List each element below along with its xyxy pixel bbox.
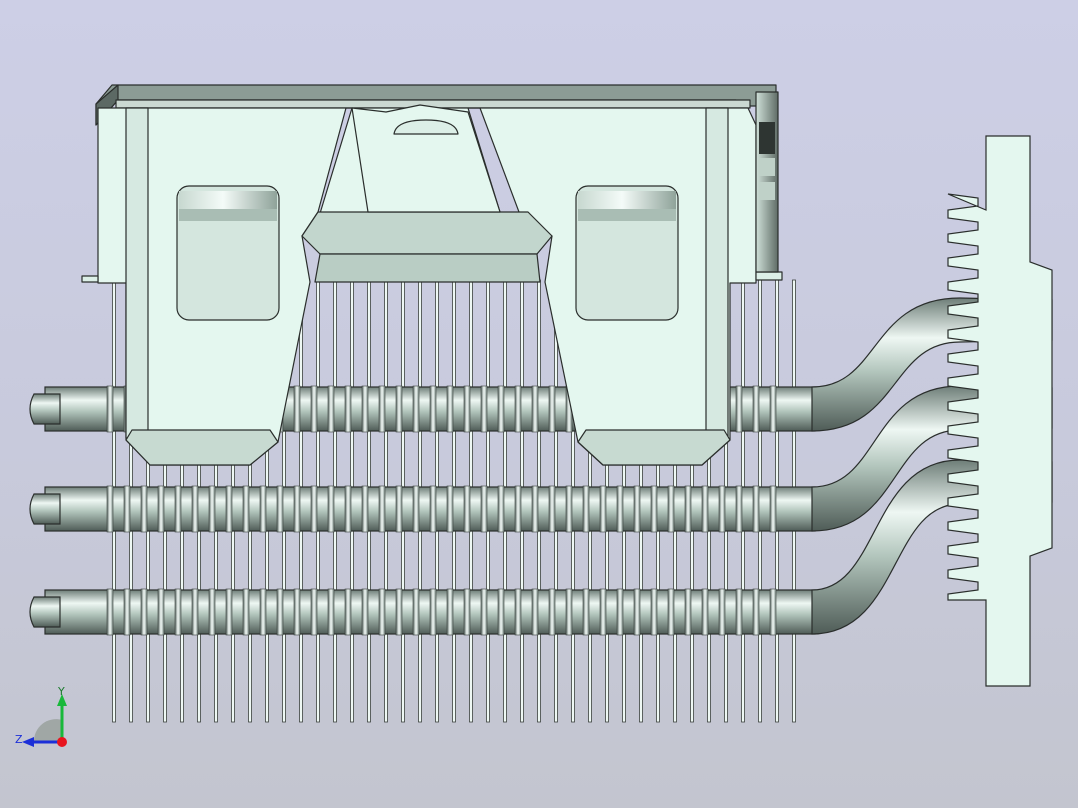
heat-pipe <box>29 459 1053 636</box>
fin-profile-section <box>947 135 1053 687</box>
view-triad[interactable]: Y Z <box>10 684 80 754</box>
y-axis-label: Y <box>58 685 65 698</box>
mounting-bracket <box>81 84 783 466</box>
triad-icon <box>22 694 67 747</box>
heat-pipe <box>29 385 1053 533</box>
z-axis-label: Z <box>15 733 23 746</box>
